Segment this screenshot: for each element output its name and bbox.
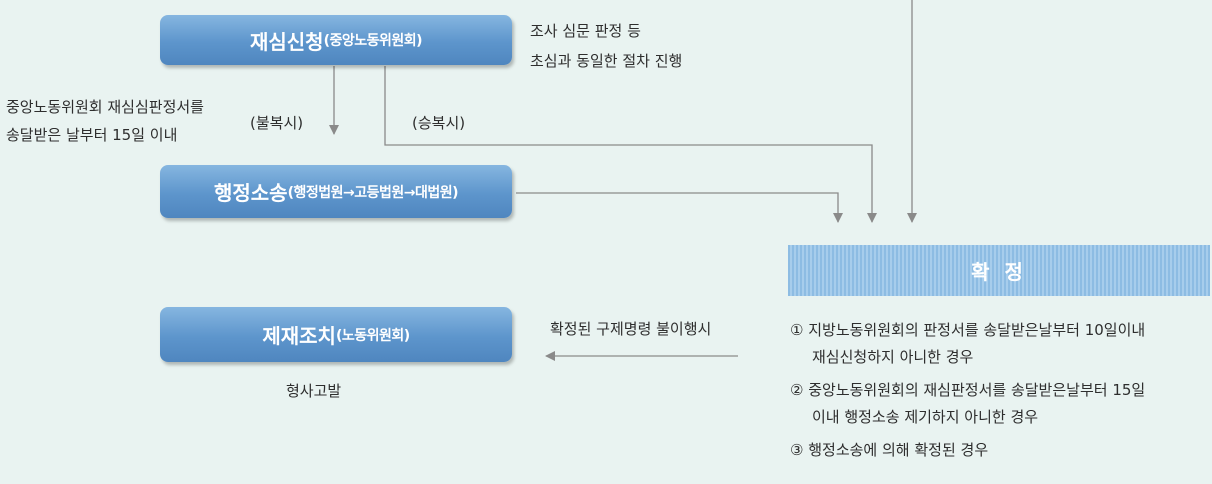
arrow-satisfied <box>384 66 877 223</box>
dissatisfied-label: (불복시) <box>250 114 304 132</box>
admin-suit-box: 행정소송(행정법원→고등법원→대법원) <box>160 165 512 218</box>
noncompliance-label: 확정된 구제명령 불이행시 <box>550 320 712 338</box>
confirmed-band: 확 정 <box>788 245 1210 296</box>
admin-suit-subtitle: (행정법원→고등법원→대법원) <box>287 184 459 201</box>
procedure-note-line1: 조사 심문 판정 등 <box>530 22 641 40</box>
deadline-note-line1: 중앙노동위원회 재심심판정서를 <box>6 98 204 116</box>
arrow-admin-to-confirmed <box>516 192 843 223</box>
sanction-subtitle: (노동위원회) <box>335 327 410 344</box>
condition-2-line2: 이내 행정소송 제기하지 아니한 경우 <box>812 408 1039 426</box>
reexam-title: 재심신청 <box>249 29 324 54</box>
deadline-note-line2: 송달받은 날부터 15일 이내 <box>6 126 178 144</box>
criminal-complaint-label: 형사고발 <box>286 382 342 400</box>
procedure-note-line2: 초심과 동일한 절차 진행 <box>530 52 683 70</box>
condition-3-line1: ③ 행정소송에 의해 확정된 경우 <box>790 441 989 459</box>
satisfied-label: (승복시) <box>412 114 466 132</box>
condition-1-line1: ① 지방노동위원회의 판정서를 송달받은날부터 10일이내 <box>790 321 1146 339</box>
sanction-title: 제재조치 <box>262 324 336 348</box>
sanction-box: 제재조치(노동위원회) <box>160 307 512 362</box>
confirmed-title: 확 정 <box>971 260 1027 284</box>
condition-1-line2: 재심신청하지 아니한 경우 <box>812 348 974 366</box>
admin-suit-title: 행정소송 <box>213 181 288 205</box>
condition-2-line1: ② 중앙노동위원회의 재심판정서를 송달받은날부터 15일 <box>790 381 1146 399</box>
reexam-box: 재심신청(중앙노동위원회) <box>160 15 512 65</box>
reexam-subtitle: (중앙노동위원회) <box>323 33 423 49</box>
